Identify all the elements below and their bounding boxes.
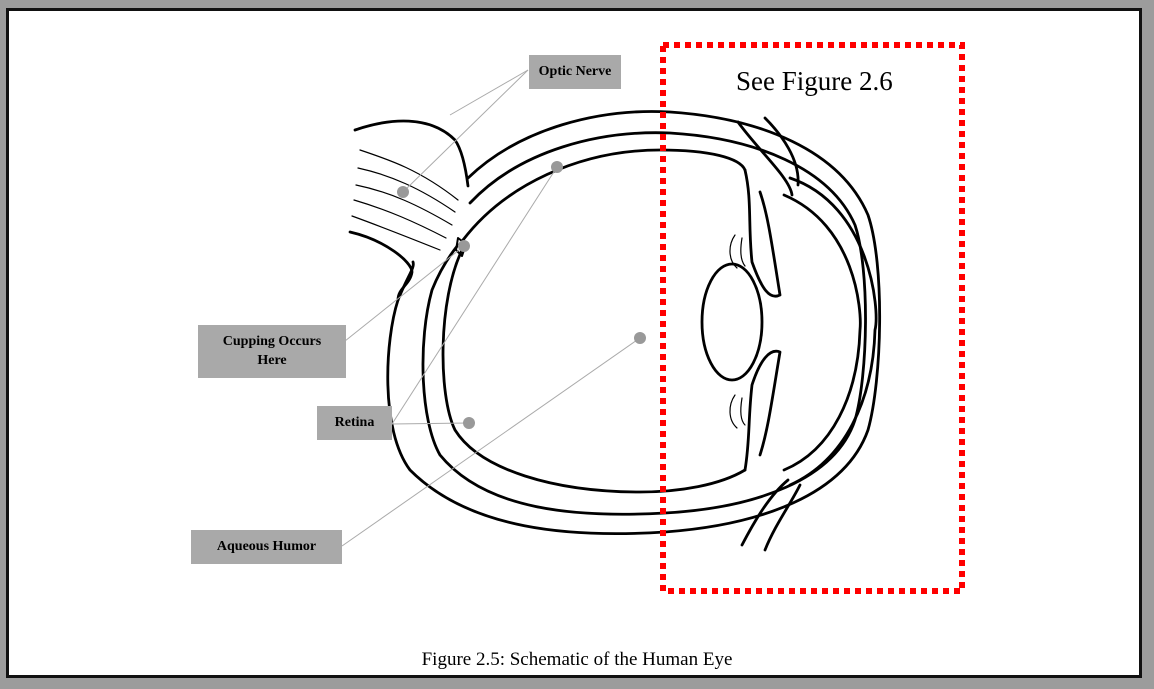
marker-optic-nerve bbox=[397, 186, 409, 198]
marker-retina-bottom bbox=[463, 417, 475, 429]
label-aqueous-humor-text: Aqueous Humor bbox=[217, 538, 316, 557]
label-retina: Retina bbox=[317, 406, 392, 440]
marker-aqueous bbox=[634, 332, 646, 344]
retina-line bbox=[443, 150, 745, 492]
sclera-inner bbox=[423, 133, 866, 515]
nerve-fiber bbox=[352, 216, 440, 250]
label-optic-nerve: Optic Nerve bbox=[529, 55, 621, 89]
label-optic-nerve-text: Optic Nerve bbox=[539, 63, 612, 82]
nerve-sheath-lower bbox=[350, 232, 412, 300]
marker-retina-top bbox=[551, 161, 563, 173]
ciliary-lower bbox=[730, 395, 745, 428]
label-aqueous-humor: Aqueous Humor bbox=[191, 530, 342, 564]
label-retina-text: Retina bbox=[335, 414, 375, 433]
label-cupping-text-line2: Here bbox=[257, 352, 286, 371]
figure-caption: Figure 2.5: Schematic of the Human Eye bbox=[0, 649, 1154, 671]
label-cupping-text-line1: Cupping Occurs bbox=[223, 333, 321, 352]
lens bbox=[702, 264, 762, 380]
eyelid-lower bbox=[742, 480, 800, 550]
leader-cupping bbox=[340, 246, 464, 345]
nerve-fiber bbox=[360, 150, 458, 200]
callout-text: See Figure 2.6 bbox=[736, 66, 893, 97]
marker-cupping bbox=[458, 240, 470, 252]
sclera-outer bbox=[388, 112, 880, 534]
nerve-fiber bbox=[354, 200, 446, 238]
leader-retina-2 bbox=[392, 423, 469, 424]
label-cupping-occurs-here: Cupping Occurs Here bbox=[198, 325, 346, 378]
